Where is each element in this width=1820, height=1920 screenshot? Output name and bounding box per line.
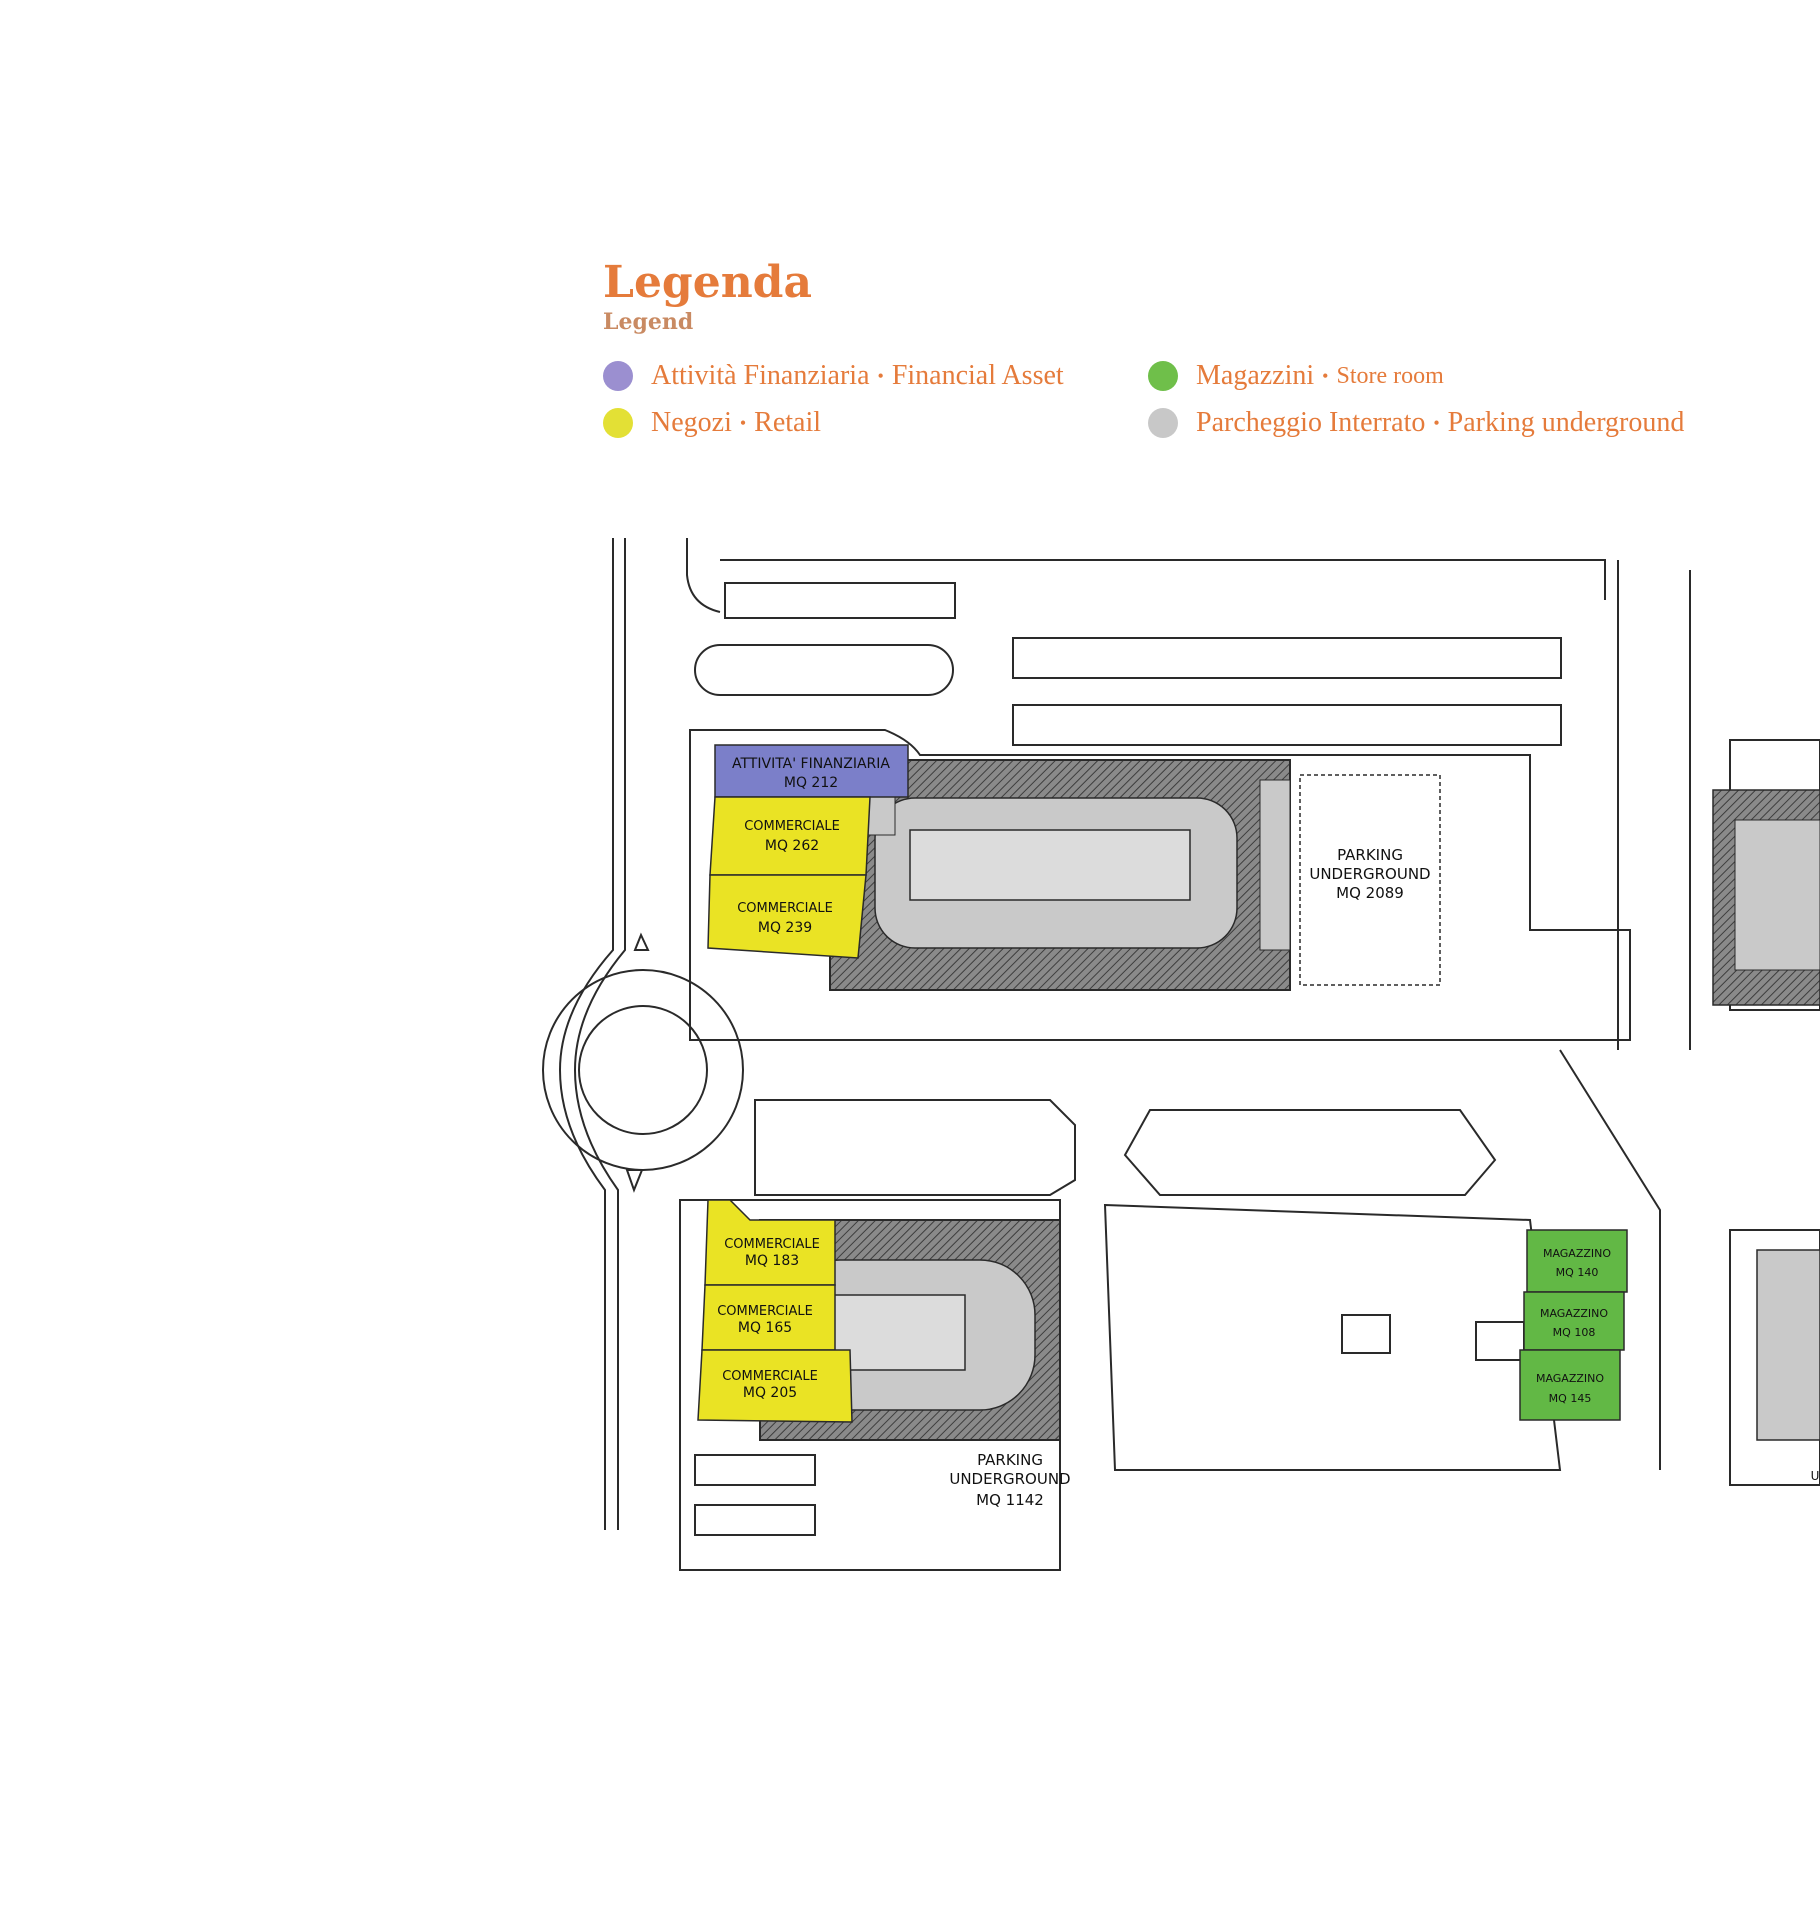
road-west-edge-inner	[573, 538, 626, 1530]
parking-2089-line2: UNDERGROUND	[1309, 865, 1430, 883]
legend-label-it: Attività Finanziaria	[651, 360, 870, 391]
parking-row	[1012, 637, 1562, 679]
direction-arrow-up	[633, 932, 650, 951]
unit-c262[interactable]: COMMERCIALE MQ 262	[709, 796, 871, 876]
legend-item-store: Magazzini • Store room	[1148, 356, 1444, 396]
unit-m108-area: MQ 108	[1553, 1326, 1596, 1339]
unit-m145-name: MAGAZZINO	[1536, 1372, 1604, 1385]
north-parking-structure	[829, 759, 1291, 991]
parking-2089-area: MQ 2089	[1336, 884, 1404, 902]
unit-c239[interactable]: COMMERCIALE MQ 239	[707, 874, 867, 959]
parking-2089-line1: PARKING	[1337, 846, 1403, 864]
parking-row	[724, 582, 956, 619]
legend-label-en: Parking underground	[1447, 407, 1685, 438]
legend-separator: •	[1322, 365, 1329, 386]
south-parking	[694, 1504, 816, 1536]
legend-item-financial: Attività Finanziaria • Financial Asset	[603, 356, 1064, 396]
legend-item-parking: Parcheggio Interrato • Parking undergrou…	[1148, 403, 1684, 443]
parking-1142-line1: PARKING	[977, 1451, 1043, 1469]
parking-row	[1012, 704, 1562, 746]
island-west	[754, 1099, 1076, 1196]
parking-swatch	[1148, 408, 1178, 438]
unit-m140[interactable]: MAGAZZINO MQ 140	[1526, 1229, 1628, 1293]
parking-row	[694, 644, 954, 696]
roundabout-outer	[542, 969, 744, 1171]
parking-2089-label: PARKING UNDERGROUND MQ 2089	[1299, 774, 1441, 986]
road-east-edge	[686, 538, 721, 613]
unit-c183-area: MQ 183	[745, 1253, 799, 1269]
legend-label-en: Financial Asset	[891, 360, 1064, 391]
east-building-outline-2	[1729, 1229, 1820, 1486]
legend-item-retail: Negozi • Retail	[603, 403, 821, 443]
north-block	[689, 729, 1631, 1041]
unit-m108-name: MAGAZZINO	[1540, 1307, 1608, 1320]
site-plan-svg: ATTIVITA' FINANZIARIA MQ 212 COMMERCIALE…	[542, 538, 1820, 1571]
unit-c183-name: COMMERCIALE	[724, 1237, 820, 1252]
unit-c262-area: MQ 262	[765, 838, 819, 854]
financial-swatch	[603, 361, 633, 391]
east-parking-structure	[1712, 789, 1820, 1441]
parking-1142-area: MQ 1142	[976, 1491, 1044, 1509]
edge-label: U	[1811, 1469, 1820, 1483]
direction-arrow-down	[625, 1169, 644, 1193]
unit-c205[interactable]: COMMERCIALE MQ 205	[697, 1349, 853, 1423]
legend-label-it: Negozi	[651, 407, 732, 438]
unit-c205-name: COMMERCIALE	[722, 1369, 818, 1384]
legend-subtitle: Legend	[603, 309, 694, 335]
legend-separator: •	[739, 412, 747, 433]
unit-m145-area: MQ 145	[1549, 1392, 1592, 1405]
unit-financial-area: MQ 212	[784, 775, 838, 791]
unit-c205-area: MQ 205	[743, 1385, 797, 1401]
legend-separator: •	[1433, 412, 1440, 433]
legend-title: Legenda	[603, 257, 812, 308]
square-feature	[1341, 1314, 1391, 1354]
unit-financial[interactable]: ATTIVITA' FINANZIARIA MQ 212	[714, 744, 909, 798]
unit-c165-area: MQ 165	[738, 1320, 792, 1336]
east-road	[1559, 1049, 1661, 1470]
road-top	[720, 559, 1606, 600]
unit-c183[interactable]: COMMERCIALE MQ 183	[704, 1199, 836, 1286]
south-parking	[694, 1454, 816, 1486]
retail-swatch	[603, 408, 633, 438]
east-block	[1103, 1203, 1562, 1471]
legend-label-en: Retail	[754, 407, 822, 438]
legend-label-it: Parcheggio Interrato	[1196, 407, 1426, 438]
store-swatch	[1148, 361, 1178, 391]
unit-c165[interactable]: COMMERCIALE MQ 165	[701, 1284, 836, 1351]
legend-label-en: Store room	[1336, 362, 1444, 389]
parking-1142-label: PARKING UNDERGROUND MQ 1142	[949, 1451, 1070, 1509]
legend-label-it: Magazzini	[1196, 360, 1315, 391]
unit-m145[interactable]: MAGAZZINO MQ 145	[1519, 1349, 1621, 1421]
unit-c262-name: COMMERCIALE	[744, 819, 840, 834]
legend-separator: •	[877, 365, 884, 386]
unit-m108[interactable]: MAGAZZINO MQ 108	[1523, 1291, 1625, 1351]
unit-m140-name: MAGAZZINO	[1543, 1247, 1611, 1260]
unit-financial-name: ATTIVITA' FINANZIARIA	[732, 756, 890, 772]
roundabout	[578, 1005, 708, 1135]
unit-c239-area: MQ 239	[758, 920, 812, 936]
square-feature	[1475, 1321, 1525, 1361]
unit-c239-name: COMMERCIALE	[737, 901, 833, 916]
unit-c165-name: COMMERCIALE	[717, 1304, 813, 1319]
site-plan: ATTIVITA' FINANZIARIA MQ 212 COMMERCIALE…	[530, 530, 1820, 1580]
parking-1142-line2: UNDERGROUND	[949, 1470, 1070, 1488]
island	[1123, 1109, 1497, 1196]
unit-m140-area: MQ 140	[1556, 1266, 1599, 1279]
road-west-edge	[558, 538, 614, 1530]
legend: Legenda Legend Attività Finanziaria • Fi…	[603, 258, 1793, 458]
